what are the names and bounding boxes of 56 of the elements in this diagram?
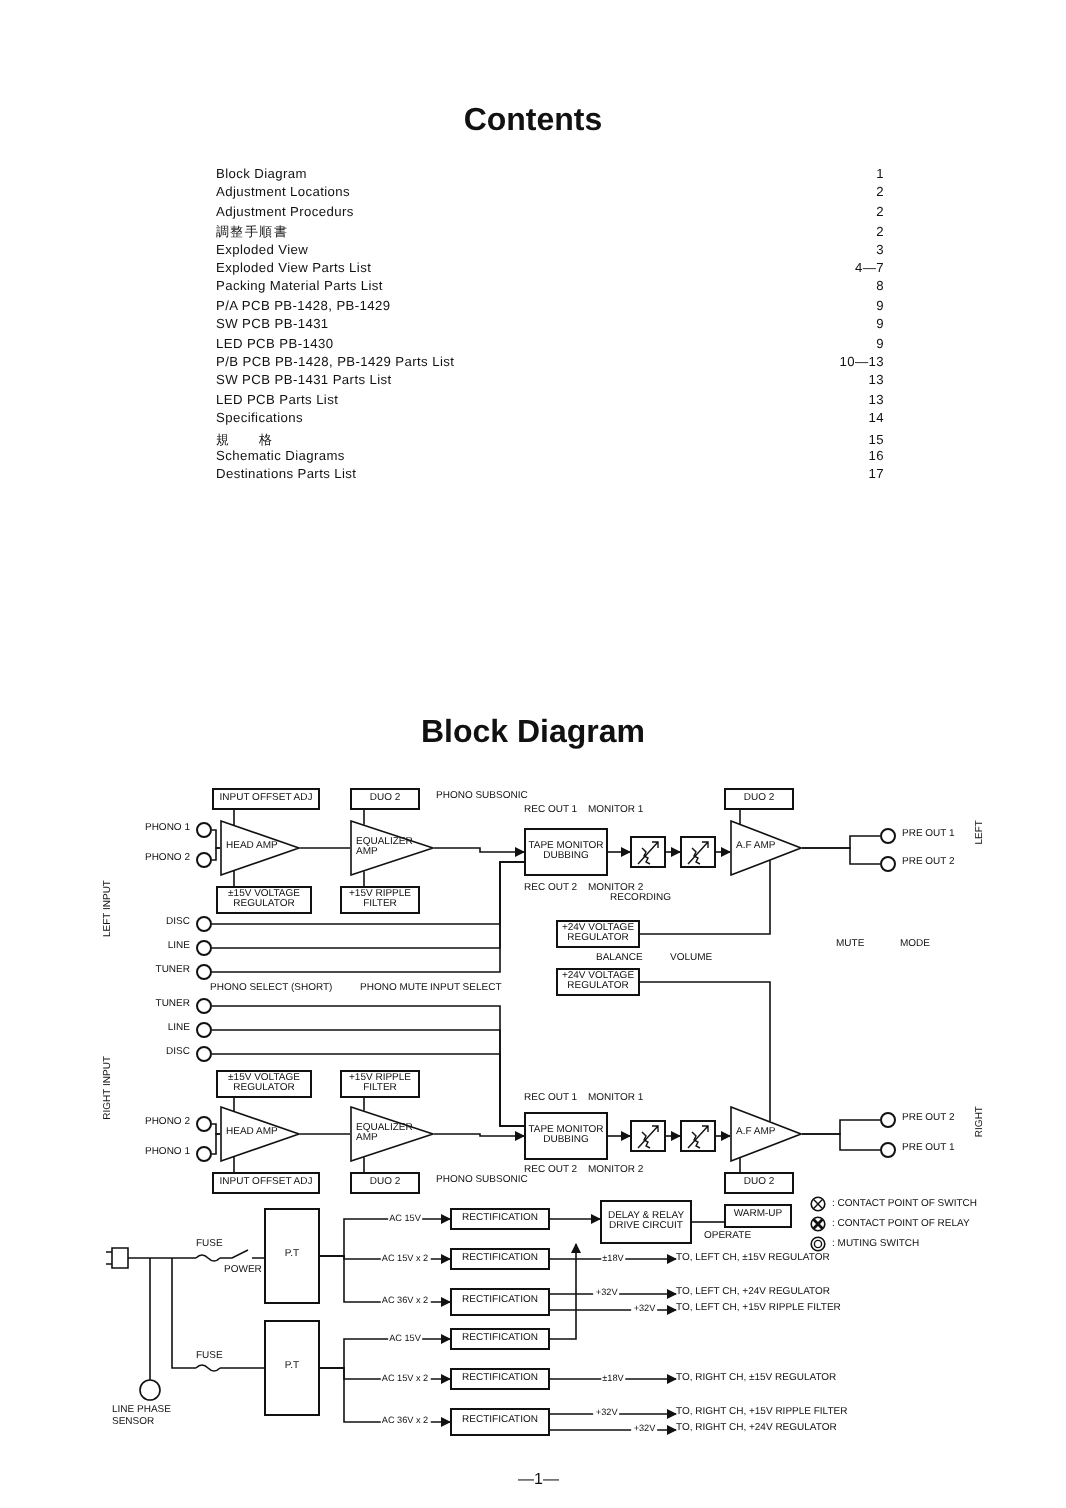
arrow (433, 1131, 525, 1141)
output-jack (880, 1112, 896, 1128)
connector-line (233, 1156, 235, 1173)
connector-line (233, 809, 235, 826)
connector-line (211, 847, 221, 861)
variable-resistor-box (630, 1120, 666, 1152)
input-jack (196, 852, 212, 868)
input-jack (196, 1022, 212, 1038)
connector-line (363, 809, 365, 826)
connector-line (801, 847, 881, 865)
arrow (607, 1131, 631, 1141)
connector-line (299, 1133, 351, 1135)
input-jack (196, 1146, 212, 1162)
output-jack (880, 1142, 896, 1158)
connector-line (211, 861, 525, 973)
variable-resistor-box (630, 836, 666, 868)
connector-line (739, 1157, 741, 1173)
page-number: —1— (518, 1472, 559, 1490)
input-jack (196, 1116, 212, 1132)
connector-line (211, 1133, 221, 1155)
arrow (665, 1131, 681, 1141)
arrow (549, 1243, 581, 1340)
heading: Contents (461, 104, 605, 140)
connector-line (639, 859, 771, 935)
connector-line (233, 1097, 235, 1112)
variable-resistor-box (680, 1120, 716, 1152)
heading: Block Diagram (418, 716, 648, 752)
connector-line (691, 1221, 725, 1223)
connector-line (363, 1097, 365, 1112)
connector-line (639, 981, 771, 1123)
arrow (715, 847, 731, 857)
arrow (549, 1425, 677, 1435)
input-jack (196, 1046, 212, 1062)
output-jack (880, 856, 896, 872)
connector-line (801, 1133, 881, 1151)
connector-line (363, 1156, 365, 1173)
variable-resistor-box (680, 836, 716, 868)
connector-line (363, 870, 365, 887)
connector-line (211, 1005, 525, 1127)
connector-line (739, 809, 741, 825)
arrow (715, 1131, 731, 1141)
arrow (665, 847, 681, 857)
arrow (549, 1305, 677, 1315)
output-jack (880, 828, 896, 844)
arrow (607, 847, 631, 857)
input-jack (196, 916, 212, 932)
connector-line (299, 847, 351, 849)
connector-line (211, 1123, 221, 1135)
connector-line (233, 870, 235, 887)
arrow (549, 1214, 601, 1224)
arrow (433, 847, 525, 857)
input-jack (196, 822, 212, 838)
input-jack (196, 940, 212, 956)
connector-line (211, 829, 221, 849)
input-jack (196, 964, 212, 980)
input-jack (196, 998, 212, 1014)
